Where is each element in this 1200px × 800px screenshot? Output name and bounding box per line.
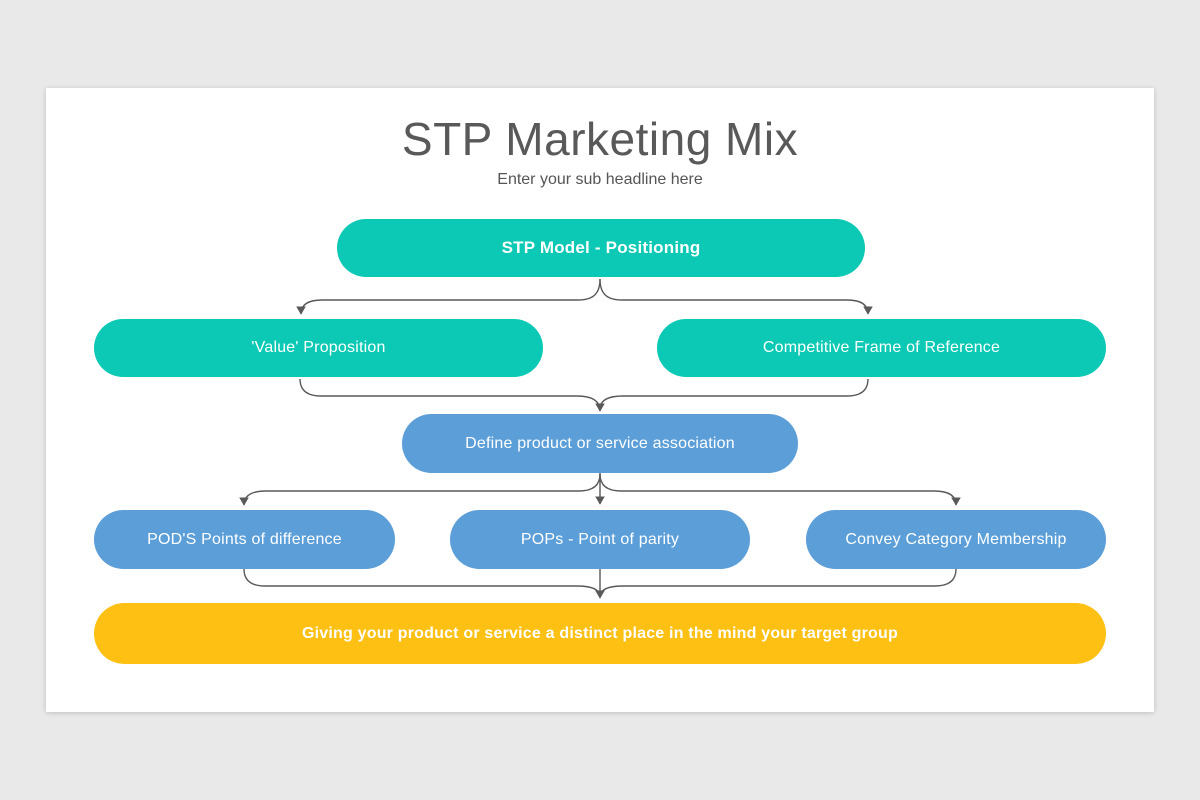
- slide-title: STP Marketing Mix: [401, 113, 799, 165]
- node-convey-membership: Convey Category Membership: [806, 510, 1106, 569]
- node-conclusion: Giving your product or service a distinc…: [94, 603, 1106, 664]
- slide-subtitle: Enter your sub headline here: [497, 171, 703, 188]
- node-value-proposition: 'Value' Proposition: [94, 319, 543, 377]
- node-competitive-frame: Competitive Frame of Reference: [657, 319, 1106, 377]
- node-stp-model-positioning: STP Model - Positioning: [337, 219, 865, 277]
- node-define-association: Define product or service association: [402, 414, 798, 473]
- node-pops-point-of-parity: POPs - Point of parity: [450, 510, 750, 569]
- node-pods-points-of-difference: POD'S Points of difference: [94, 510, 395, 569]
